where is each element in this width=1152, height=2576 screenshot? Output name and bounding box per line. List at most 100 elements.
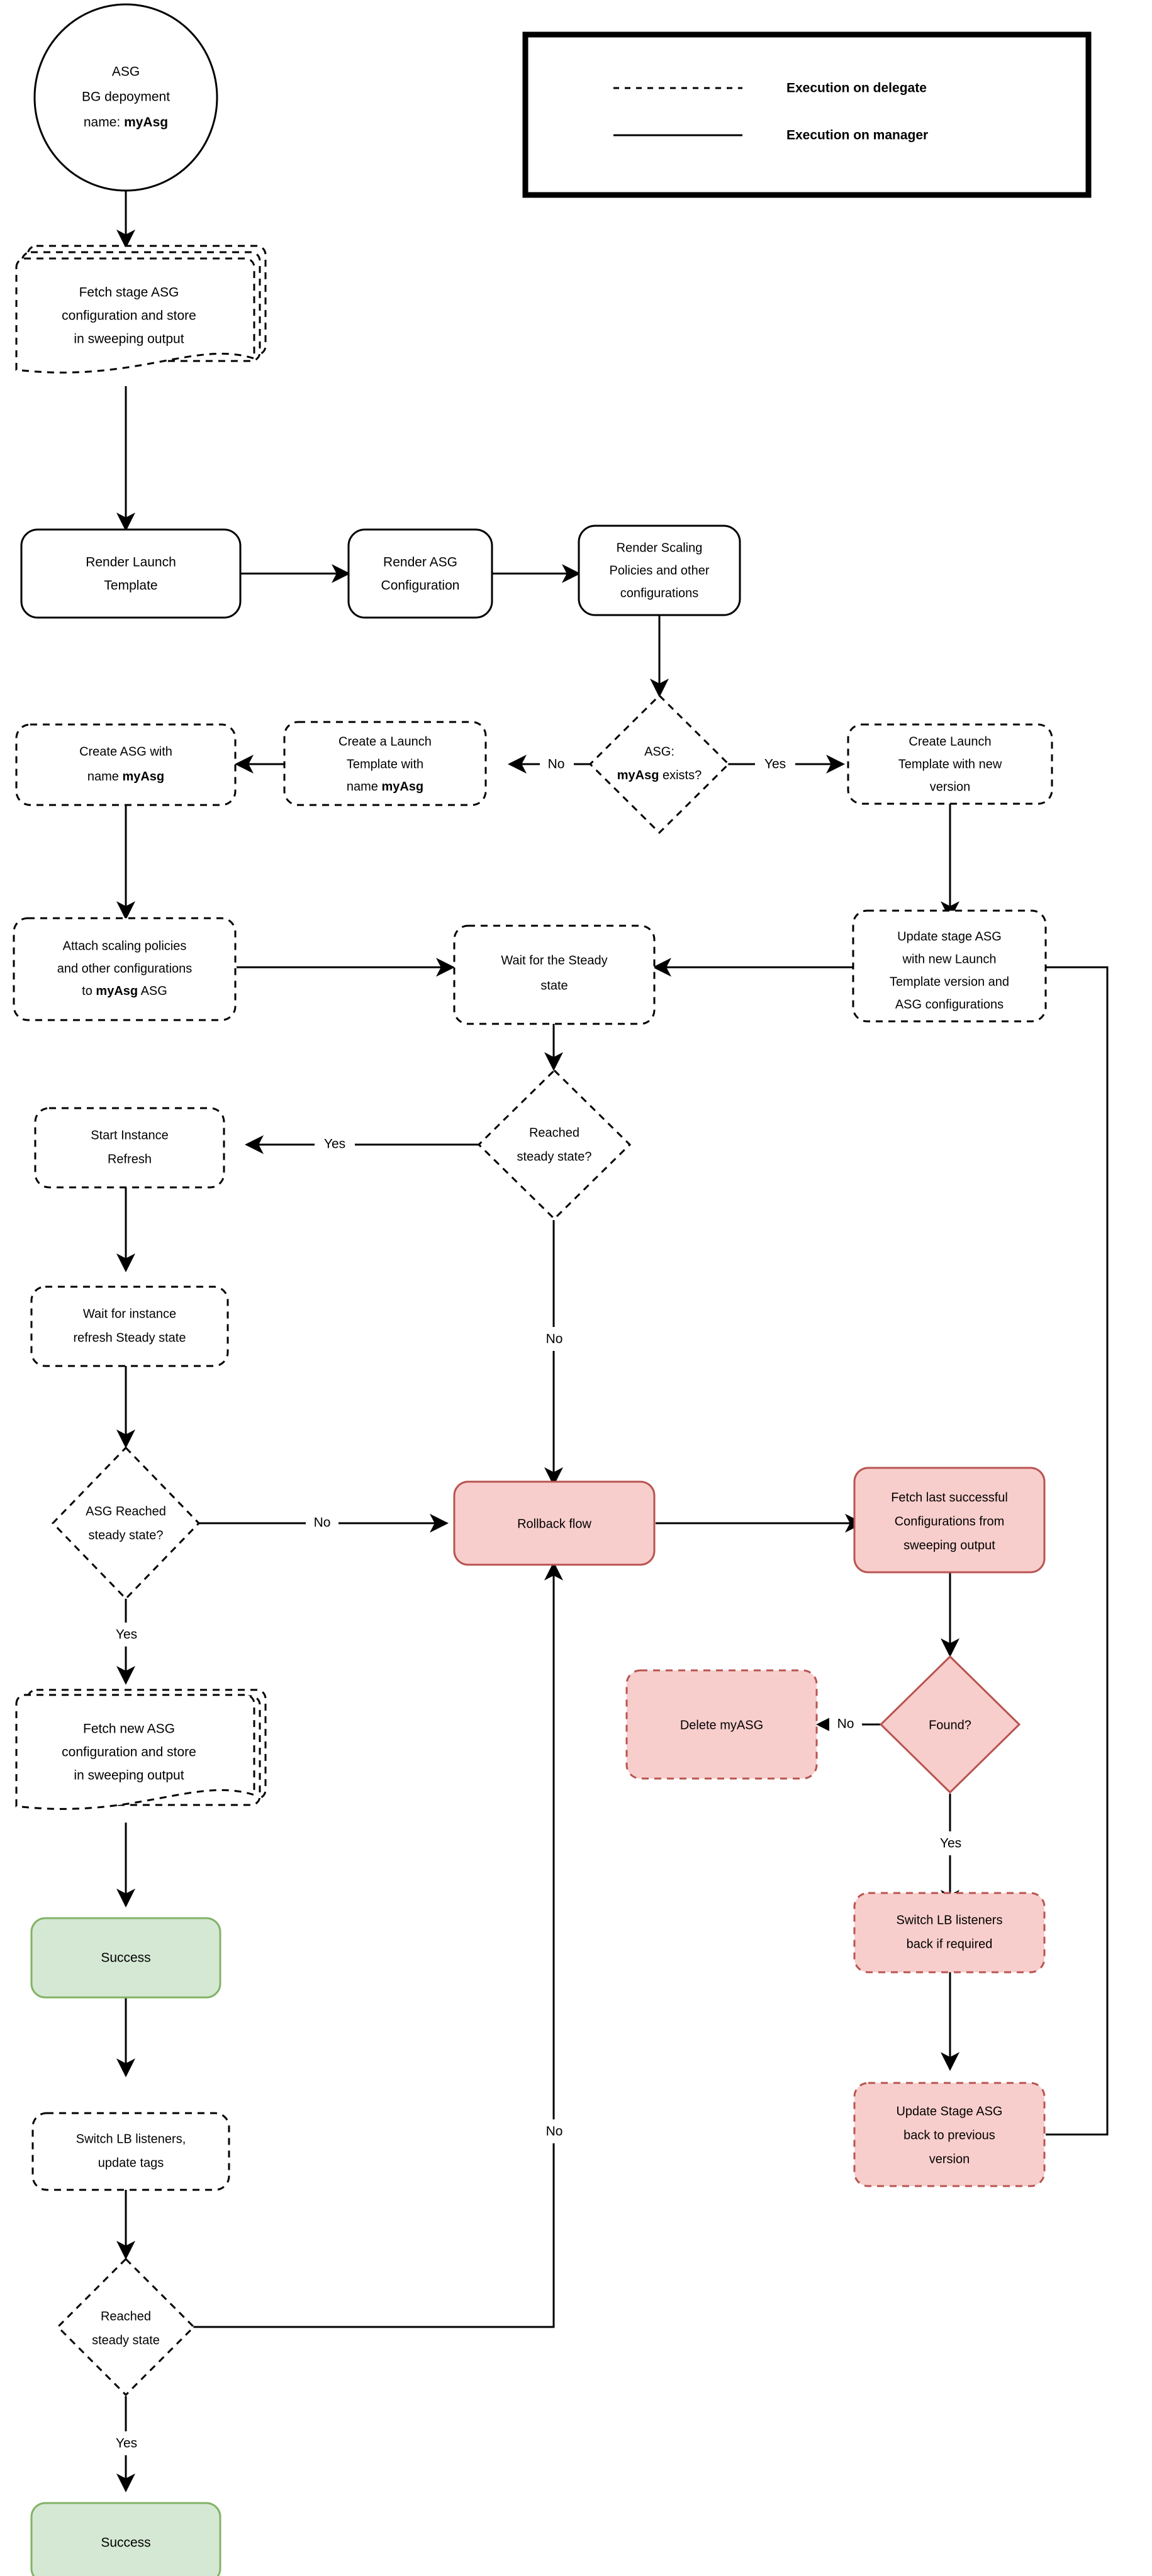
node-switch-lb-update-tags[interactable]: Switch LB listeners, update tags <box>31 2112 230 2191</box>
node-delete-myasg[interactable]: Delete myASG <box>625 1669 818 1780</box>
render-launch-template-box[interactable] <box>20 528 242 619</box>
fetch-new-line2: configuration and store <box>62 1745 196 1760</box>
update-prev-line3: version <box>929 2152 970 2166</box>
create-lt-named-line3: name myAsg <box>347 780 423 794</box>
update-stage-line4: ASG configurations <box>895 997 1004 1011</box>
fetch-new-line3: in sweeping output <box>74 1768 184 1783</box>
node-start[interactable]: ASG BG depoyment name: myAsg <box>33 3 218 192</box>
node-asg-exists-decision[interactable]: ASG: myAsg exists? <box>588 694 730 835</box>
attach-scaling-policies-box[interactable] <box>13 917 237 1021</box>
start-ellipse[interactable] <box>33 3 218 192</box>
node-fetch-last-successful[interactable]: Fetch last successful Configurations fro… <box>853 1467 1046 1574</box>
node-start-instance-refresh[interactable]: Start Instance Refresh <box>34 1107 225 1189</box>
edge-label-final-steady-yes: Yes <box>116 2436 137 2451</box>
render-launch-line2: Template <box>104 579 157 593</box>
delete-myasg-label: Delete myASG <box>680 1718 763 1732</box>
fetch-last-successful-box[interactable] <box>853 1467 1046 1574</box>
node-render-launch-template[interactable]: Render Launch Template <box>20 528 242 619</box>
wait-steady-state-box[interactable] <box>453 924 656 1025</box>
attach-line3-bold: myAsg <box>96 984 138 998</box>
update-stage-line2: with new Launch <box>902 952 997 966</box>
render-scaling-policies-box[interactable] <box>578 525 741 616</box>
reached-steady-diamond[interactable] <box>477 1069 632 1221</box>
update-stage-asg-box[interactable] <box>852 909 1047 1023</box>
create-lt-version-line2: Template with new <box>898 757 1002 771</box>
create-lt-named-prefix: name <box>347 780 382 794</box>
legend-box <box>522 31 1092 198</box>
node-render-scaling-policies[interactable]: Render Scaling Policies and other config… <box>578 525 741 616</box>
final-steady-line2: steady state <box>92 2333 160 2347</box>
create-lt-version-box[interactable] <box>847 723 1053 805</box>
legend: Execution on delegate Execution on manag… <box>522 31 1092 198</box>
success-bottom-box[interactable] <box>30 2502 221 2576</box>
asg-exists-bold: myAsg <box>617 769 659 782</box>
switch-lb-back-box[interactable] <box>853 1892 1046 1974</box>
fetch-new-doc-front <box>15 1694 255 1810</box>
node-render-asg-configuration[interactable]: Render ASG Configuration <box>347 528 493 619</box>
attach-line3-suffix: ASG <box>138 984 167 998</box>
node-fetch-new-asg[interactable]: Fetch new ASG configuration and store in… <box>15 1689 267 1810</box>
asg-reached-line2: steady state? <box>89 1528 164 1542</box>
node-success-top[interactable]: Success <box>30 1917 221 1999</box>
fetch-last-line2: Configurations from <box>895 1514 1005 1528</box>
node-update-stage-asg-previous[interactable]: Update Stage ASG back to previous versio… <box>853 2082 1046 2187</box>
wait-instance-refresh-box[interactable] <box>30 1285 229 1367</box>
node-switch-lb-back[interactable]: Switch LB listeners back if required <box>853 1892 1046 1974</box>
start-line3-prefix: name: <box>84 115 124 130</box>
node-wait-steady-state[interactable]: Wait for the Steady state <box>453 924 656 1025</box>
edge-label-asg-reached-no: No <box>314 1516 331 1530</box>
fetch-stage-line1: Fetch stage ASG <box>79 286 179 300</box>
update-stage-line3: Template version and <box>890 975 1009 989</box>
fetch-last-line3: sweeping output <box>903 1538 995 1552</box>
create-lt-named-box[interactable] <box>283 721 487 806</box>
edge-final-steady-no-to-rollback <box>190 1562 563 2328</box>
attach-line3: to myAsg ASG <box>82 984 167 998</box>
render-asg-configuration-box[interactable] <box>347 528 493 619</box>
success-top-box[interactable] <box>30 1917 221 1999</box>
update-prev-line2: back to previous <box>903 2128 995 2142</box>
fetch-stage-doc-front <box>15 257 255 374</box>
label-bg-asg-reached-yes <box>107 1623 146 1646</box>
label-bg-steady-yes <box>315 1132 355 1156</box>
final-steady-diamond[interactable] <box>56 2257 196 2397</box>
create-asg-named-prefix: name <box>87 770 123 784</box>
rollback-flow-box[interactable] <box>453 1480 656 1566</box>
create-asg-named-line1: Create ASG with <box>79 745 172 758</box>
edge-label-steady-no: No <box>546 1332 563 1346</box>
node-create-launch-template-named[interactable]: Create a Launch Template with name myAsg <box>283 721 487 806</box>
node-create-asg-named[interactable]: Create ASG with name myAsg <box>15 723 237 806</box>
edge-label-found-yes: Yes <box>940 1836 961 1851</box>
node-asg-reached-steady-state-decision[interactable]: ASG Reached steady state? <box>51 1446 201 1601</box>
start-line3-bold: myAsg <box>124 115 168 130</box>
asg-exists-line2: myAsg exists? <box>617 769 702 782</box>
edge-label-asg-exists-no: No <box>548 757 565 772</box>
label-bg-found-yes <box>931 1831 970 1855</box>
node-found-decision[interactable]: Found? <box>879 1655 1021 1794</box>
create-asg-named-box[interactable] <box>15 723 237 806</box>
found-diamond[interactable] <box>879 1655 1021 1794</box>
reached-steady-line1: Reached <box>529 1126 579 1140</box>
node-create-launch-template-new-version[interactable]: Create Launch Template with new version <box>847 723 1053 805</box>
switch-lb-update-tags-box[interactable] <box>31 2112 230 2191</box>
node-update-stage-asg[interactable]: Update stage ASG with new Launch Templat… <box>852 909 1047 1023</box>
start-instance-refresh-box[interactable] <box>34 1107 225 1189</box>
asg-reached-steady-diamond[interactable] <box>51 1446 201 1601</box>
asg-exists-diamond[interactable] <box>588 694 730 835</box>
node-success-bottom[interactable]: Success <box>30 2502 221 2576</box>
label-bg-steady-no <box>538 1327 571 1351</box>
asg-exists-rest: exists? <box>659 769 702 782</box>
node-attach-scaling-policies[interactable]: Attach scaling policies and other config… <box>13 917 237 1021</box>
edge-update-prev-to-update-stage <box>1017 958 1109 2136</box>
fetch-last-line1: Fetch last successful <box>891 1491 1008 1504</box>
start-line1: ASG <box>112 65 140 79</box>
node-reached-steady-state-decision[interactable]: Reached steady state? <box>477 1069 632 1221</box>
legend-label-manager: Execution on manager <box>786 128 928 143</box>
node-fetch-stage-asg[interactable]: Fetch stage ASG configuration and store … <box>15 245 267 374</box>
found-label: Found? <box>929 1718 971 1732</box>
node-wait-instance-refresh[interactable]: Wait for instance refresh Steady state <box>30 1285 229 1367</box>
update-stage-prev-box[interactable] <box>853 2082 1046 2187</box>
delete-myasg-box[interactable] <box>625 1669 818 1780</box>
node-rollback-flow[interactable]: Rollback flow <box>453 1480 656 1566</box>
node-reached-steady-state-final[interactable]: Reached steady state <box>56 2257 196 2397</box>
